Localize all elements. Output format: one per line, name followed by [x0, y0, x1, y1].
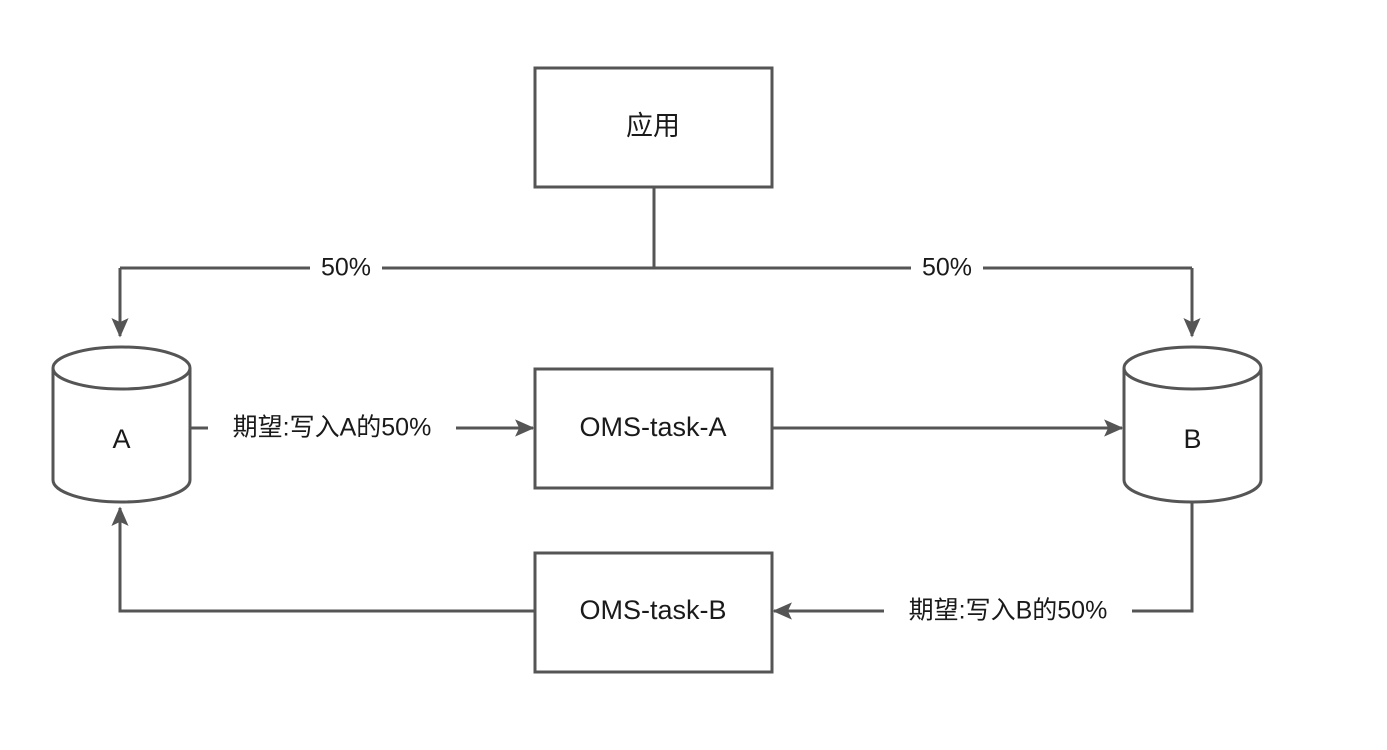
edge-label-a-to-taska: 期望:写入A的50% — [233, 414, 432, 442]
node-db-a[interactable]: A — [51, 345, 192, 504]
edge-taskb-to-a[interactable] — [111, 506, 535, 613]
edge-b-to-taskb[interactable]: 期望:写入B的50% — [772, 503, 1194, 627]
node-task-a[interactable]: OMS-task-A — [533, 367, 774, 490]
node-label-db-a: A — [112, 424, 130, 454]
node-task-b[interactable]: OMS-task-B — [533, 551, 774, 674]
node-label-db-b: B — [1183, 424, 1201, 454]
edge-label-app-to-a: 50% — [321, 254, 371, 282]
edge-app-to-b[interactable]: 50% — [911, 254, 1201, 338]
edge-a-to-taska[interactable]: 期望:写入A的50% — [191, 412, 535, 444]
node-label-task-a: OMS-task-A — [579, 412, 726, 442]
edge-label-b-to-taskb: 期望:写入B的50% — [909, 597, 1108, 625]
edge-app-to-a[interactable]: 50% — [111, 254, 382, 338]
edge-label-app-to-b: 50% — [922, 254, 972, 282]
node-app[interactable]: 应用 — [533, 66, 774, 189]
node-label-task-b: OMS-task-B — [579, 595, 726, 625]
edge-app-split — [120, 187, 1192, 270]
node-db-b[interactable]: B — [1122, 345, 1263, 504]
node-label-app: 应用 — [626, 111, 680, 141]
